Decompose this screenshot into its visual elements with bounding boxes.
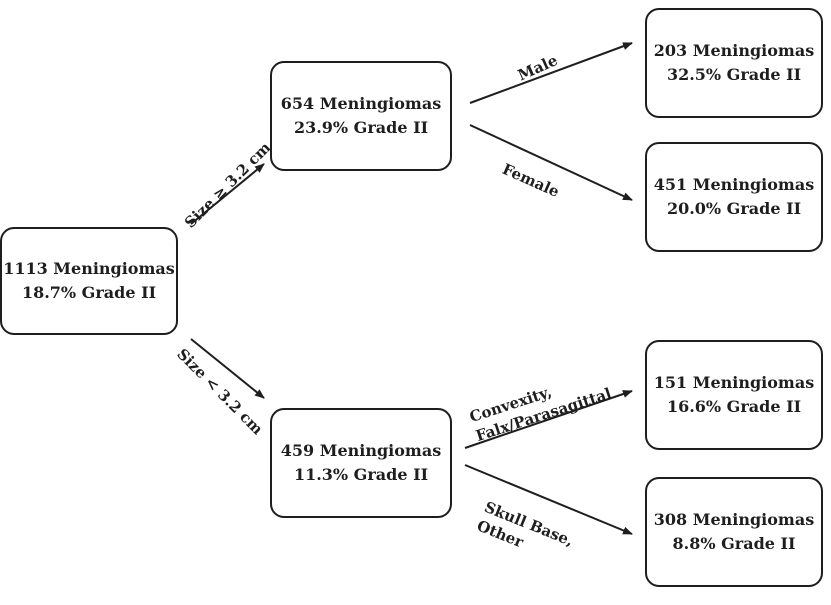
- edge-arrow-small-to-convexity: [464, 390, 633, 449]
- node-size-large-grade: 23.9% Grade II: [293, 118, 429, 137]
- node-size-large-count: 654 Meningiomas: [280, 94, 442, 113]
- node-size-small-grade: 11.3% Grade II: [293, 465, 429, 484]
- node-female-count: 451 Meningiomas: [653, 175, 815, 194]
- node-skull-base-grade: 8.8% Grade II: [672, 534, 796, 553]
- node-root: 1113 Meningiomas 18.7% Grade II: [0, 227, 178, 335]
- node-male-count: 203 Meningiomas: [653, 41, 815, 60]
- edge-arrow-big-to-male: [469, 42, 633, 104]
- node-size-large: 654 Meningiomas 23.9% Grade II: [270, 61, 452, 171]
- node-skull-base-count: 308 Meningiomas: [653, 510, 815, 529]
- node-convexity-grade: 16.6% Grade II: [666, 397, 802, 416]
- node-female-grade: 20.0% Grade II: [666, 199, 802, 218]
- node-skull-base: 308 Meningiomas 8.8% Grade II: [645, 477, 823, 587]
- node-male-grade: 32.5% Grade II: [666, 65, 802, 84]
- node-male: 203 Meningiomas 32.5% Grade II: [645, 8, 823, 118]
- node-root-count: 1113 Meningiomas: [3, 259, 175, 278]
- node-convexity: 151 Meningiomas 16.6% Grade II: [645, 340, 823, 450]
- edge-arrow-root-to-big: [190, 163, 265, 225]
- node-convexity-count: 151 Meningiomas: [653, 373, 815, 392]
- node-size-small: 459 Meningiomas 11.3% Grade II: [270, 408, 452, 518]
- edge-arrow-big-to-female: [469, 124, 633, 201]
- node-root-grade: 18.7% Grade II: [21, 283, 157, 302]
- node-female: 451 Meningiomas 20.0% Grade II: [645, 142, 823, 252]
- edge-arrow-root-to-small: [190, 338, 265, 399]
- edge-arrow-small-to-skull: [464, 464, 633, 535]
- node-size-small-count: 459 Meningiomas: [280, 441, 442, 460]
